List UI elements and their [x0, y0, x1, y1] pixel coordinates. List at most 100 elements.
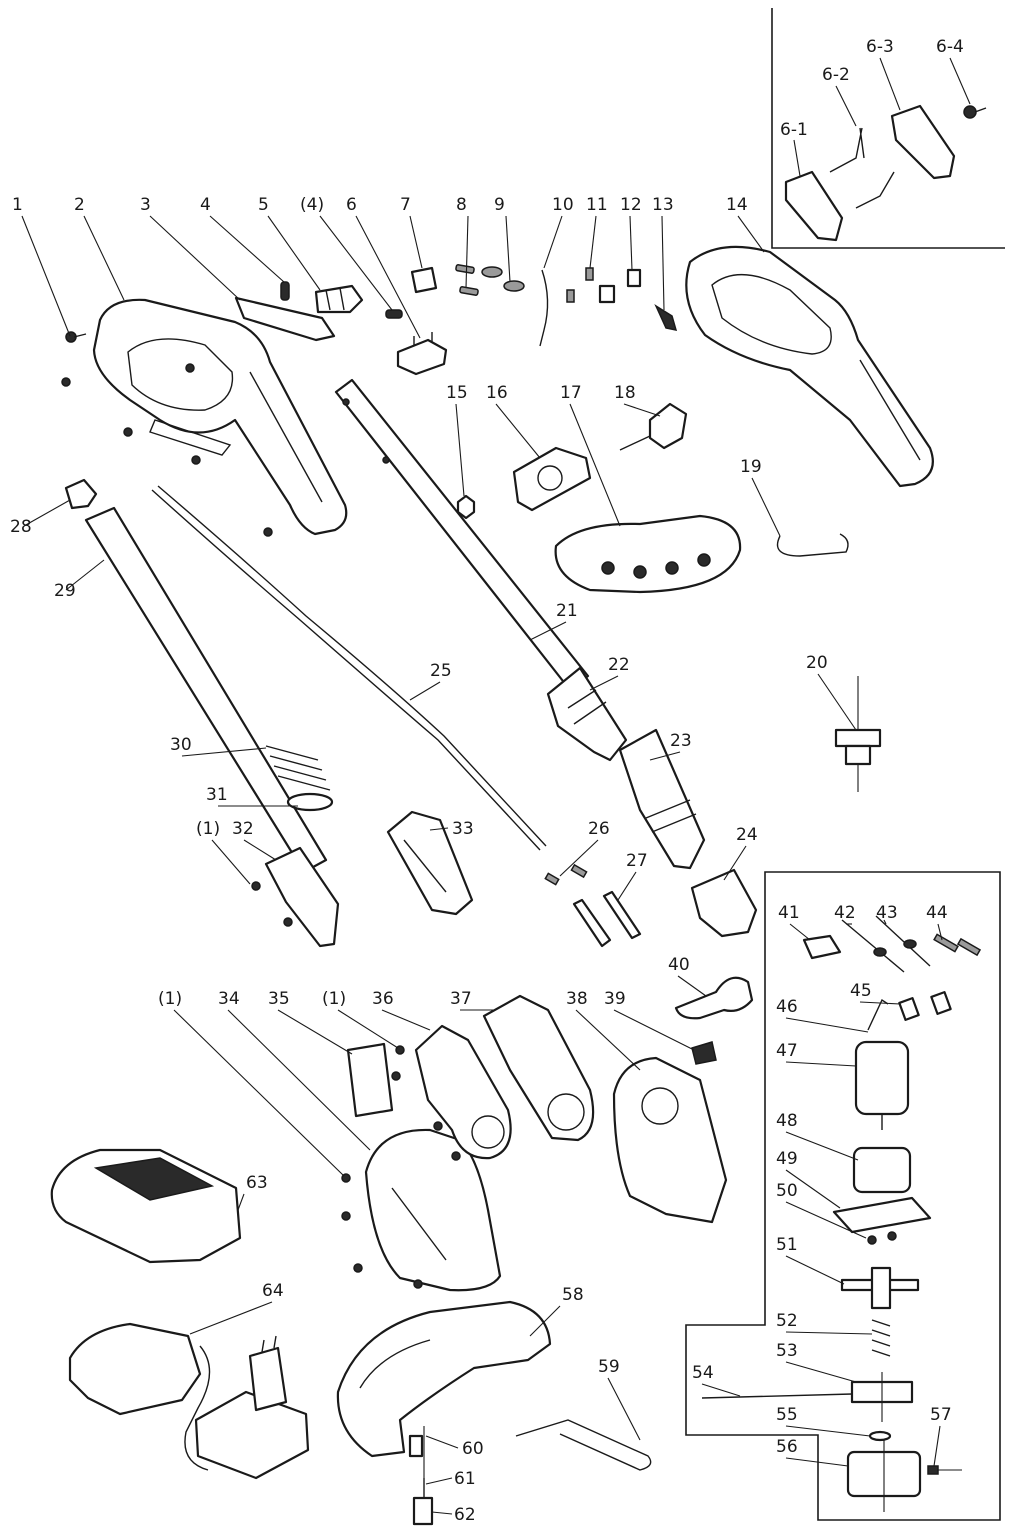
- part-label-p17: 17: [560, 383, 582, 403]
- part-35-label: [346, 1042, 394, 1118]
- leader-line-p11: [589, 215, 597, 269]
- leader-line-p51: [785, 1255, 845, 1285]
- part-49-mounting-plate: [832, 1196, 932, 1234]
- part-label-p23: 23: [670, 731, 692, 751]
- part-label-p1c: (1): [158, 989, 182, 1009]
- part-2-handle-housing-left: [61, 298, 348, 537]
- leader-line-p61: [425, 1477, 453, 1485]
- part-6-2-contact-plates: [829, 127, 895, 209]
- part-label-p5: 5: [258, 195, 269, 215]
- leader-line-p13: [661, 215, 665, 311]
- leader-line-p1: [21, 215, 71, 337]
- part-62-cutter-cap: [412, 1496, 434, 1526]
- part-label-p59: 59: [598, 1357, 620, 1377]
- part-19-wire-clip: [776, 533, 849, 557]
- part-label-p60: 60: [462, 1439, 484, 1459]
- part-3-trigger: [234, 296, 336, 342]
- part-7-micro-switch: [410, 266, 438, 294]
- leader-line-p27: [617, 871, 637, 901]
- leader-line-p32: [243, 839, 277, 861]
- part-label-p11: 11: [586, 195, 608, 215]
- inset-frame-switch-assembly: [771, 8, 1005, 249]
- part-16-coupler: [512, 446, 592, 512]
- part-label-p45: 45: [850, 981, 872, 1001]
- leader-line-p21: [529, 621, 567, 641]
- part-38-motor-housing-right: [612, 1056, 728, 1224]
- leader-line-p53: [785, 1361, 857, 1383]
- part-41-brush-holder: [802, 934, 842, 960]
- part-6-4-screw: [963, 105, 987, 119]
- leader-line-p63: [237, 1193, 245, 1211]
- part-label-p6_3: 6-3: [866, 37, 894, 57]
- part-label-p6_1: 6-1: [780, 120, 808, 140]
- leader-line-p60: [425, 1435, 459, 1449]
- part-25-power-cable: [151, 485, 547, 851]
- leader-line-p1d: [337, 1009, 399, 1049]
- leader-line-p5: [267, 215, 321, 291]
- part-label-p14: 14: [726, 195, 748, 215]
- leader-line-p55: [785, 1425, 871, 1437]
- part-26-terminals: [544, 863, 588, 886]
- leader-line-p54: [701, 1383, 741, 1397]
- part-13-screw: [654, 304, 678, 331]
- part-label-p58: 58: [562, 1285, 584, 1305]
- leader-line-p25: [409, 681, 441, 701]
- part-34-motor-housing-left: [341, 1128, 502, 1292]
- leader-line-p34: [227, 1009, 371, 1151]
- leader-line-p4: [209, 215, 285, 283]
- part-label-p28: 28: [10, 517, 32, 537]
- part-label-p54: 54: [692, 1363, 714, 1383]
- part-58-guard: [336, 1300, 552, 1458]
- leader-line-p14: [737, 215, 765, 253]
- part-label-p2: 2: [74, 195, 85, 215]
- part-label-p1d: (1): [322, 989, 346, 1009]
- part-label-p40: 40: [668, 955, 690, 975]
- leader-line-p19: [751, 477, 781, 537]
- part-24-lock-nut: [690, 868, 758, 938]
- part-label-p6_4: 6-4: [936, 37, 964, 57]
- leader-line-p40: [677, 975, 707, 997]
- part-label-p4: 4: [200, 195, 211, 215]
- leader-line-p47: [785, 1061, 857, 1067]
- leader-line-p49: [785, 1169, 841, 1209]
- part-label-p10: 10: [552, 195, 574, 215]
- leader-line-p36: [381, 1009, 431, 1031]
- leader-line-p6_1: [793, 139, 801, 177]
- part-6-3-switch-cover: [890, 104, 956, 180]
- part-55-washer: [868, 1430, 892, 1442]
- leader-line-p29: [65, 559, 105, 591]
- leader-line-p6_2: [835, 85, 857, 127]
- leader-line-p16: [495, 403, 541, 459]
- part-45-capacitors: [898, 991, 952, 1021]
- leader-line-p28: [23, 499, 71, 527]
- leader-line-p10: [543, 215, 563, 269]
- part-11-connectors: [566, 267, 594, 303]
- leader-line-p26: [559, 839, 599, 877]
- part-label-p44: 44: [926, 903, 948, 923]
- part-23-adjusting-sleeve: [618, 728, 706, 870]
- part-label-p61: 61: [454, 1469, 476, 1489]
- leader-line-p6: [355, 215, 421, 339]
- part-label-p63: 63: [246, 1173, 268, 1193]
- part-14-handle-housing-right: [685, 245, 934, 488]
- part-9-contacts: [481, 266, 525, 292]
- part-label-p52: 52: [776, 1311, 798, 1331]
- leader-line-p6_3: [879, 57, 901, 111]
- part-20-spacer-detail: [834, 676, 882, 792]
- leader-line-p50: [785, 1201, 867, 1239]
- part-label-p12: 12: [620, 195, 642, 215]
- part-27-insulation-sleeves: [572, 890, 642, 948]
- leader-line-p52: [785, 1331, 873, 1335]
- leader-line-p64: [189, 1301, 273, 1335]
- part-5-lock-button: [314, 284, 364, 314]
- part-43-wire-choke: [875, 915, 931, 967]
- part-4-spring: [280, 281, 290, 301]
- part-12-clips: [598, 268, 642, 304]
- part-57-bump-knob: [927, 1465, 962, 1475]
- part-label-p27: 27: [626, 851, 648, 871]
- part-4-spring-second: [385, 309, 403, 319]
- part-36-gear-cover: [391, 1024, 512, 1161]
- part-31-ring: [286, 792, 334, 812]
- leader-line-p4b: [319, 215, 393, 311]
- part-40-cover-cap: [674, 976, 754, 1020]
